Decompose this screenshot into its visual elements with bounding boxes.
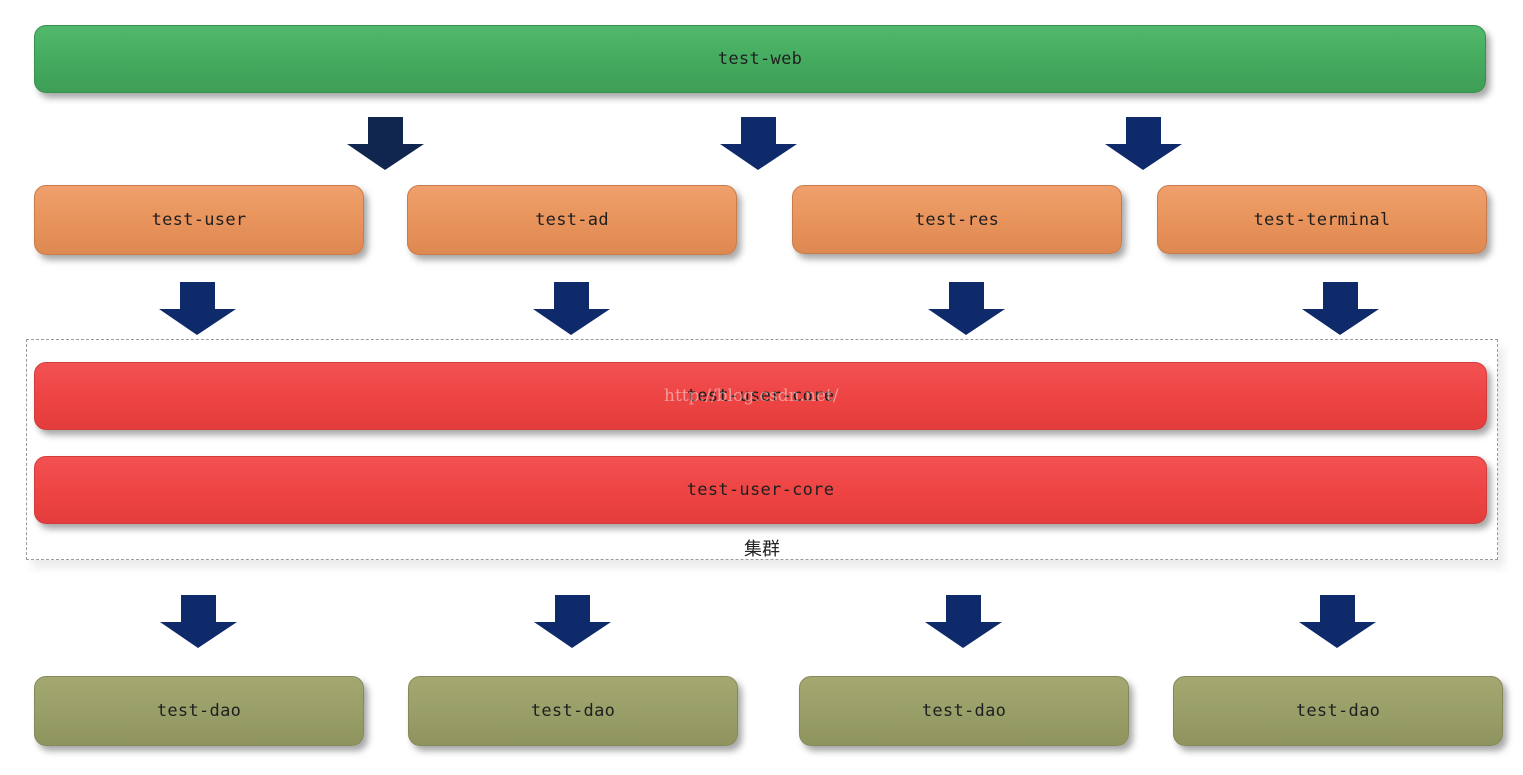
test-terminal-label: test-terminal — [1253, 209, 1391, 230]
test-dao-label-2: test-dao — [530, 701, 616, 721]
test-dao-label-3: test-dao — [921, 701, 1007, 721]
arrow-down-icon — [534, 595, 611, 648]
cluster-label: 集群 — [744, 539, 780, 560]
core-box-1: test-user-core — [34, 362, 1487, 430]
test-web-box: test-web — [34, 25, 1486, 93]
arrow-down-icon — [1302, 282, 1379, 335]
cluster-group — [26, 339, 1498, 560]
arrow-down-icon — [925, 595, 1002, 648]
test-ad-label: test-ad — [535, 210, 609, 230]
arrow-down-icon — [160, 595, 237, 648]
test-dao-box-2: test-dao — [408, 676, 738, 746]
test-user-box: test-user — [34, 185, 364, 255]
test-dao-box-3: test-dao — [799, 676, 1129, 746]
arrow-down-icon — [720, 117, 797, 170]
test-dao-label-4: test-dao — [1295, 701, 1381, 721]
test-res-label: test-res — [914, 209, 1000, 230]
core-label-1: test-user-core — [686, 386, 835, 406]
arrow-down-icon — [159, 282, 236, 335]
arrow-down-icon — [928, 282, 1005, 335]
test-dao-box-4: test-dao — [1173, 676, 1503, 746]
core-label-2: test-user-core — [686, 480, 835, 500]
test-dao-label-1: test-dao — [156, 701, 242, 721]
test-res-box: test-res — [792, 185, 1122, 254]
test-web-label: test-web — [717, 49, 803, 69]
test-dao-box-1: test-dao — [34, 676, 364, 746]
arrow-down-icon — [1105, 117, 1182, 170]
test-user-label: test-user — [151, 210, 247, 230]
core-box-2: test-user-core — [34, 456, 1487, 524]
arrow-down-icon — [533, 282, 610, 335]
test-terminal-box: test-terminal — [1157, 185, 1487, 254]
arrow-down-icon — [1299, 595, 1376, 648]
test-ad-box: test-ad — [407, 185, 737, 255]
arrow-down-icon — [347, 117, 424, 170]
